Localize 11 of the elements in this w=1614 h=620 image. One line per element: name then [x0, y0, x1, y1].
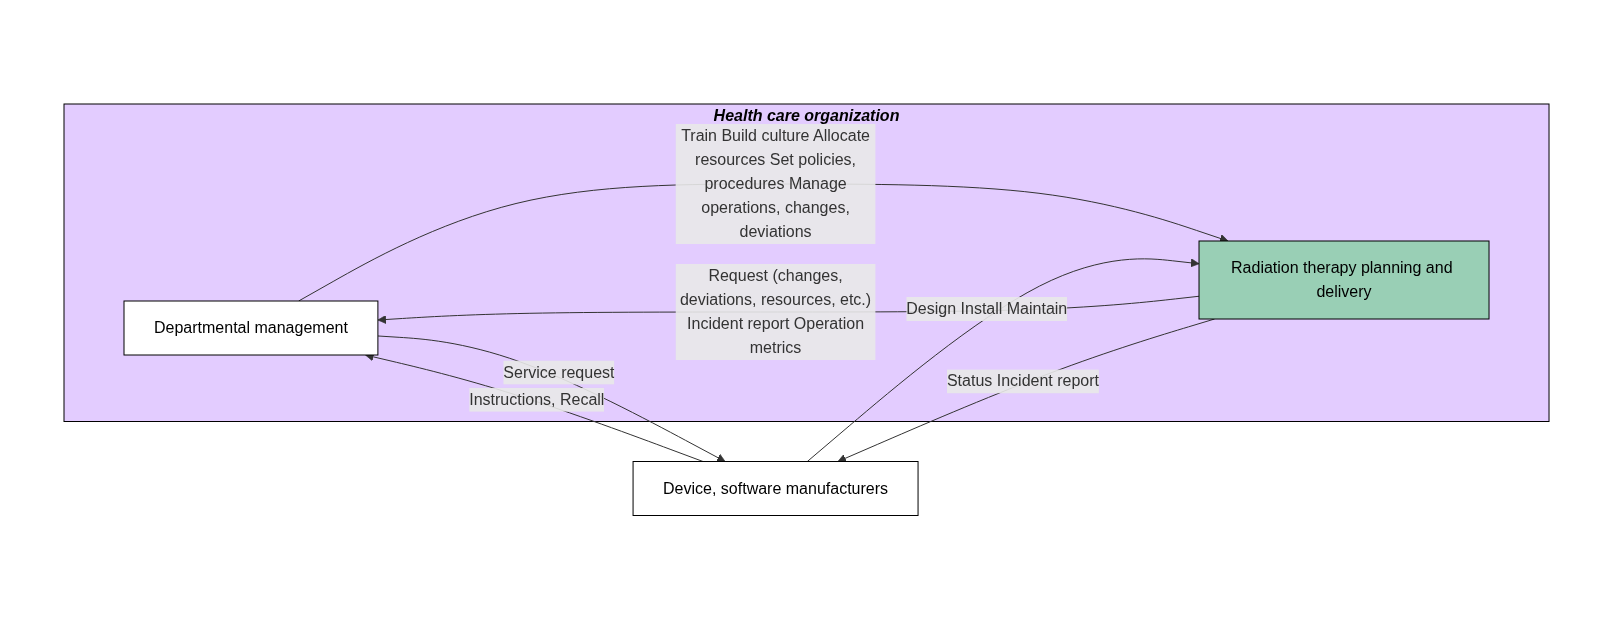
- edge-label: Request (changes, deviations, resources, etc.) Incident report Operation metrics: [680, 267, 872, 357]
- arrow: [807, 258, 1200, 463]
- node-box: Radiation therapy planning and delivery: [1199, 240, 1490, 320]
- edge-label: Status Incident report: [947, 372, 1100, 390]
- edge-label: Service request: [503, 363, 615, 381]
- arrow: [377, 335, 726, 463]
- node-box: Device, software manufacturers: [633, 461, 920, 517]
- edge-label: Design Install Maintain: [906, 300, 1068, 318]
- edge-label: Train Build culture Allocate resources Set policies, procedures Manage operations, changes, deviations: [681, 127, 871, 241]
- edge-label: Instructions, Recall: [469, 390, 605, 408]
- node-box: Departmental management: [124, 300, 379, 356]
